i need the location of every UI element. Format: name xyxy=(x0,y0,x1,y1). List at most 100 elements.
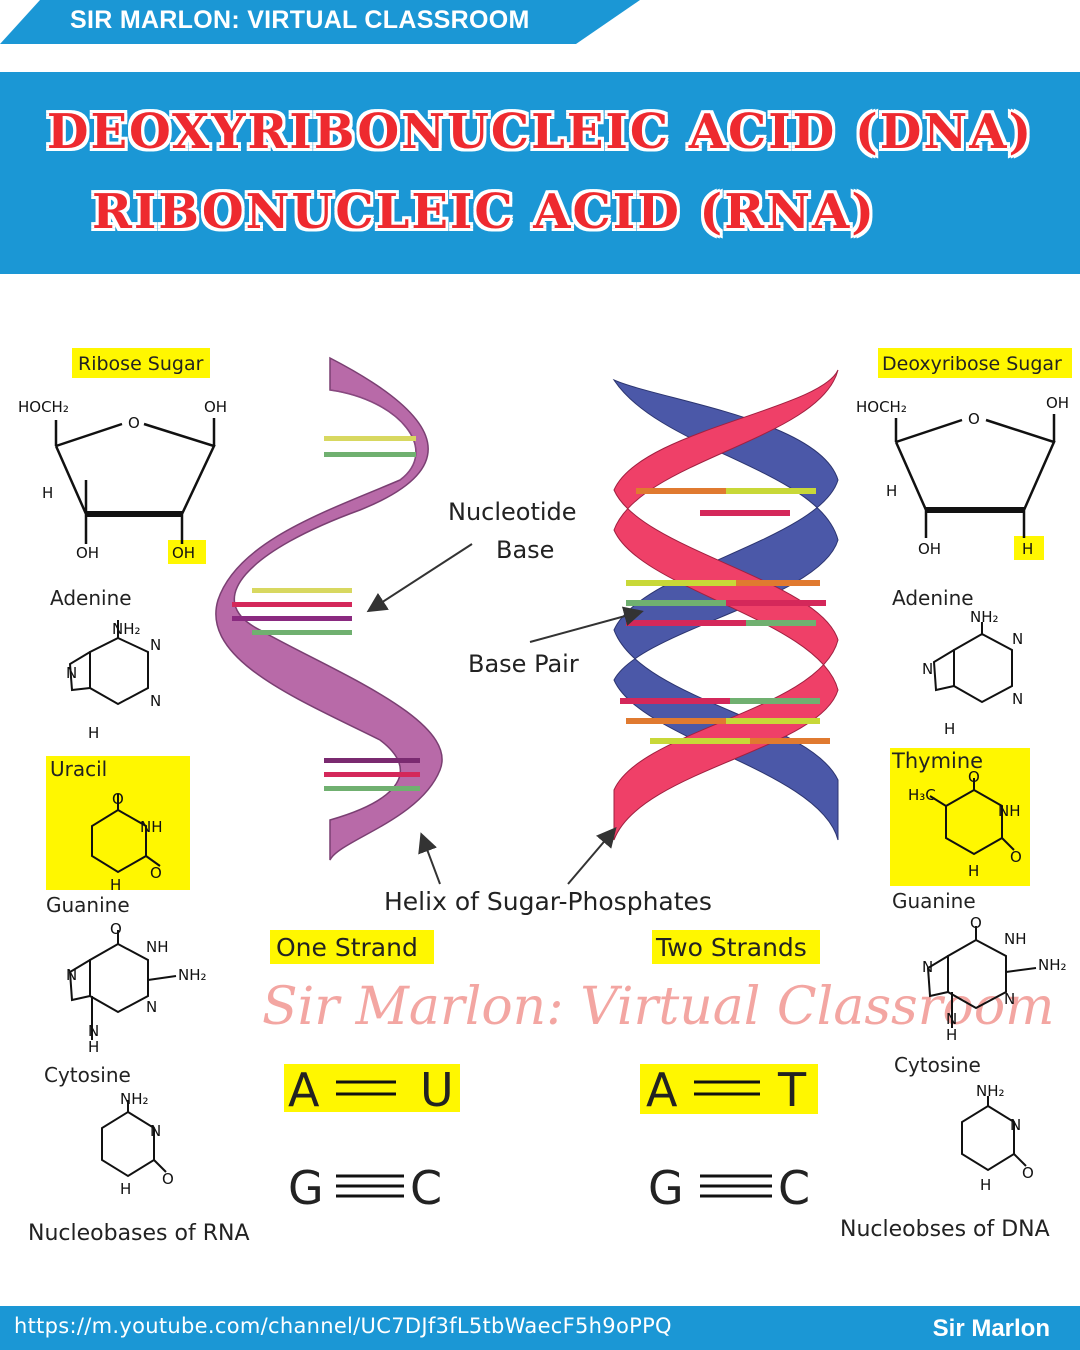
rna-base-cytosine: Cytosine xyxy=(44,1063,131,1087)
rna-ribose-sugar: Ribose Sugar HOCH₂ O OH H OH OH xyxy=(18,348,227,564)
guanine-structure-rna: O NH NH₂ N N N H xyxy=(66,920,207,1056)
thymine-structure: O H₃C NH O H xyxy=(908,768,1022,880)
ribose-oh-bottom-left: OH xyxy=(76,544,99,562)
ribose-ring-o: O xyxy=(128,414,140,432)
rna-pair2-left: G xyxy=(288,1161,324,1215)
cytosine-n3: N xyxy=(150,1122,161,1140)
rna-base-guanine: Guanine xyxy=(46,893,130,917)
uracil-h: H xyxy=(110,876,121,894)
rna-single-strand-helix xyxy=(215,356,443,861)
dna-base-guanine: Guanine xyxy=(892,889,976,913)
uracil-o2: O xyxy=(150,864,162,882)
deoxyribose-oh-top: OH xyxy=(1046,394,1069,412)
rna-pair1-right: U xyxy=(420,1063,454,1117)
rna-pair1-left: A xyxy=(288,1063,320,1117)
adenine-n1: N xyxy=(150,636,161,654)
cytosine-dna-n3: N xyxy=(1010,1116,1021,1134)
dna-pair1-right: T xyxy=(777,1063,807,1117)
cytosine-dna-h: H xyxy=(980,1176,991,1194)
adenine-dna-n3: N xyxy=(1012,690,1023,708)
guanine-o: O xyxy=(110,920,122,938)
guanine-nh2: NH₂ xyxy=(178,966,207,984)
top-tag-label: SIR MARLON: VIRTUAL CLASSROOM xyxy=(70,6,530,34)
adenine-dna-n7: N xyxy=(922,660,933,678)
nucleotide-arrow xyxy=(366,543,473,613)
rna-base-adenine: Adenine xyxy=(50,586,132,610)
guanine-dna-n3: N xyxy=(1004,990,1015,1008)
dna-caption: Nucleobses of DNA xyxy=(840,1217,1050,1242)
cytosine-nh2: NH₂ xyxy=(120,1090,149,1108)
rna-base-uracil: Uracil xyxy=(50,757,107,781)
adenine-structure-rna: NH₂ N N N H xyxy=(66,620,161,742)
dna-base-adenine: Adenine xyxy=(892,586,974,610)
cytosine-dna-nh2: NH₂ xyxy=(976,1082,1005,1100)
guanine-n7: N xyxy=(66,966,77,984)
thymine-h: H xyxy=(968,862,979,880)
thymine-nh: NH xyxy=(998,802,1021,820)
ribose-sugar-label: Ribose Sugar xyxy=(78,353,204,375)
thymine-o1: O xyxy=(968,768,980,786)
adenine-h: H xyxy=(88,724,99,742)
rna-caption: Nucleobases of RNA xyxy=(28,1221,250,1246)
adenine-nh2: NH₂ xyxy=(112,620,141,638)
base-label: Base xyxy=(496,536,554,564)
title-line-1: DEOXYRIBONUCLEIC ACID (DNA) xyxy=(46,104,1034,160)
two-strands-label: Two Strands xyxy=(655,933,807,962)
cytosine-h: H xyxy=(120,1180,131,1198)
guanine-n3: N xyxy=(146,998,157,1016)
dna-rna-diagram: Ribose Sugar HOCH₂ O OH H OH OH Adenine … xyxy=(18,348,1072,1246)
rna-pair2-right: C xyxy=(410,1161,442,1215)
adenine-dna-h: H xyxy=(944,720,955,738)
cytosine-structure-rna: NH₂ N O H xyxy=(101,1090,174,1198)
thymine-highlight xyxy=(890,748,1030,886)
dna-pair2-right: C xyxy=(778,1161,810,1215)
guanine-dna-o: O xyxy=(970,914,982,932)
watermark-text: Sir Marlon: Virtual Classroom xyxy=(262,977,1054,1037)
ribose-oh-bottom-right: OH xyxy=(172,544,195,562)
title-line-2: RIBONUCLEIC ACID (RNA) xyxy=(92,184,876,240)
guanine-dna-n9: N xyxy=(946,1010,957,1028)
base-pair-label: Base Pair xyxy=(468,650,579,678)
adenine-dna-nh2: NH₂ xyxy=(970,608,999,626)
guanine-structure-dna: O NH NH₂ N N N H xyxy=(922,914,1067,1044)
dna-double-helix xyxy=(612,369,839,841)
uracil-o1: O xyxy=(112,790,124,808)
guanine-dna-nh2: NH₂ xyxy=(1038,956,1067,974)
nucleotide-label: Nucleotide xyxy=(448,498,577,526)
deoxyribose-oh-bottom: OH xyxy=(918,540,941,558)
dna-base-thymine: Thymine xyxy=(891,749,983,773)
deoxyribose-ring-o: O xyxy=(968,410,980,428)
adenine-structure-dna: NH₂ N N N H xyxy=(922,608,1023,738)
dna-pair2-left: G xyxy=(648,1161,684,1215)
top-tag-shape xyxy=(0,0,640,44)
channel-url[interactable]: https://m.youtube.com/channel/UC7DJf3fL5… xyxy=(14,1314,672,1338)
one-strand-label: One Strand xyxy=(276,933,418,962)
adenine-dna-n1: N xyxy=(1012,630,1023,648)
adenine-n3: N xyxy=(150,692,161,710)
adenine-n7: N xyxy=(66,664,77,682)
guanine-h: H xyxy=(88,1038,99,1056)
guanine-dna-nh: NH xyxy=(1004,930,1027,948)
title-banner xyxy=(0,72,1080,274)
dna-base-cytosine: Cytosine xyxy=(894,1053,981,1077)
dna-pair1-left: A xyxy=(646,1063,678,1117)
ribose-hoch2: HOCH₂ xyxy=(18,398,69,416)
deoxyribose-sugar-label: Deoxyribose Sugar xyxy=(882,353,1062,375)
cytosine-dna-o: O xyxy=(1022,1164,1034,1182)
guanine-dna-n7: N xyxy=(922,958,933,976)
base-pair-arrow xyxy=(529,606,644,643)
guanine-dna-h: H xyxy=(946,1026,957,1044)
deoxyribose-hoch2: HOCH₂ xyxy=(856,398,907,416)
ribose-h: H xyxy=(42,484,53,502)
ribose-oh-top: OH xyxy=(204,398,227,416)
footer-bar: https://m.youtube.com/channel/UC7DJf3fL5… xyxy=(0,1306,1080,1350)
uracil-nh: NH xyxy=(140,818,163,836)
cytosine-structure-dna: NH₂ N O H xyxy=(961,1082,1034,1194)
helix-arrow-left xyxy=(418,832,441,885)
guanine-nh: NH xyxy=(146,938,169,956)
author-name: Sir Marlon xyxy=(932,1315,1050,1342)
dna-deoxyribose-sugar: Deoxyribose Sugar HOCH₂ O OH H OH H xyxy=(856,348,1072,560)
helix-arrow-right xyxy=(567,826,617,885)
uracil-highlight xyxy=(46,756,190,890)
cytosine-o: O xyxy=(162,1170,174,1188)
